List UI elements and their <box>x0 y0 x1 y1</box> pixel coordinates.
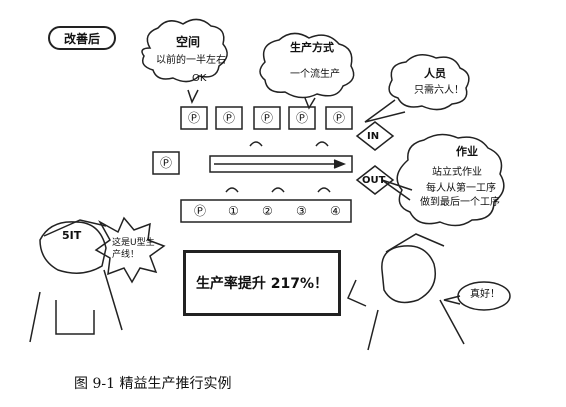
space-title: 空间 <box>176 35 201 49</box>
step-2: ② <box>262 204 273 218</box>
figure-caption: 图 9-1 精益生产推行实例 <box>74 376 232 392</box>
method-title: 生产方式 <box>290 41 334 54</box>
space-line2: OK <box>192 73 207 84</box>
p-box-2: Ⓟ <box>223 111 236 125</box>
p-box-1: Ⓟ <box>188 111 201 125</box>
method-cloud-tail <box>304 97 316 110</box>
staff-title: 人员 <box>424 67 446 80</box>
after-improvement-tag: 改善后 <box>48 26 116 50</box>
work-cloud-tail <box>381 179 413 201</box>
work-line2: 每人从第一工序 <box>426 183 496 194</box>
step-4: ④ <box>330 204 341 218</box>
work-line3: 做到最后一个工序 <box>420 197 500 208</box>
out-label: OUT <box>362 175 386 186</box>
out-diamond <box>355 165 395 195</box>
staff-cloud <box>388 54 470 111</box>
in-diamond <box>355 121 395 151</box>
left-speech-burst <box>94 216 166 284</box>
work-cloud <box>396 133 505 227</box>
staff-cloud-tail <box>364 99 406 123</box>
p-box-5: Ⓟ <box>333 111 346 125</box>
p-box-3: Ⓟ <box>261 111 274 125</box>
work-line1: 站立式作业 <box>432 167 482 178</box>
staff-line1: 只需六人！ <box>414 85 464 96</box>
p-box-left: Ⓟ <box>160 156 173 170</box>
left-speech: 这是U型生产线！ <box>112 238 155 260</box>
in-label: IN <box>367 131 380 142</box>
right-speech: 真好！ <box>470 289 500 300</box>
work-title: 作业 <box>456 145 478 158</box>
method-line1: 一个流生产 <box>290 69 340 80</box>
method-cloud <box>259 32 355 99</box>
step-p: Ⓟ <box>194 204 207 218</box>
space-line1: 以前的一半左右 <box>156 55 226 66</box>
step-1: ① <box>228 204 239 218</box>
productivity-banner: 生产率提升 217%！ <box>183 250 341 316</box>
space-cloud-tail <box>187 89 199 104</box>
right-character-body <box>381 245 436 304</box>
left-cap-text: 5IT <box>62 229 82 242</box>
left-character-body <box>39 221 107 274</box>
space-cloud <box>141 18 228 83</box>
step-3: ③ <box>296 204 307 218</box>
p-box-4: Ⓟ <box>296 111 309 125</box>
